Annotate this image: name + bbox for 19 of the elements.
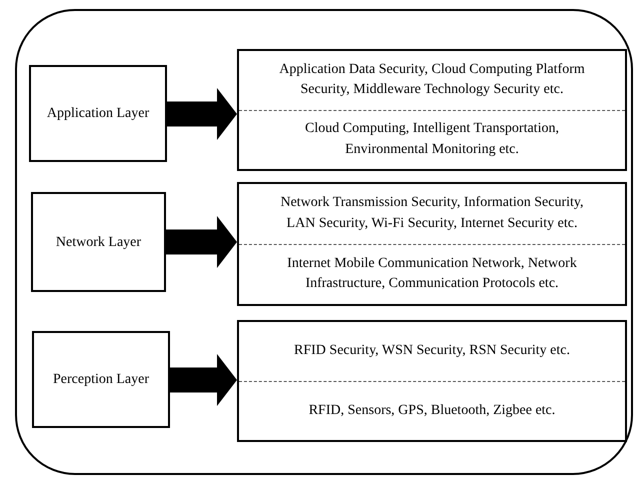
layer-name: Application Layer <box>46 105 150 123</box>
layer-frame <box>15 9 633 475</box>
description-text: RFID, Sensors, GPS, Bluetooth, Zigbee etc. <box>308 402 556 420</box>
block-arrow <box>167 88 237 140</box>
layer-box <box>29 65 167 162</box>
description-text: Cloud Computing, Intelligent Transportation, Environmental Monitoring etc. <box>304 120 560 159</box>
description-text: Application Data Security, Cloud Computing Platform Security, Middleware Technology Security etc. <box>278 60 586 100</box>
description-text: Internet Mobile Communication Network, Network Infrastructure, Communication Protocols etc. <box>286 254 578 294</box>
layer-box <box>32 331 170 428</box>
layer-box <box>31 192 166 292</box>
content-box <box>237 49 627 171</box>
description-text: RFID Security, WSN Security, RSN Security etc. <box>294 342 570 360</box>
description-text: Network Transmission Security, Information Security, LAN Security, Wi-Fi Security, Internet Security etc. <box>279 194 585 233</box>
block-arrow <box>166 216 237 268</box>
content-box <box>237 320 627 442</box>
layer-name: Network Layer <box>54 234 142 252</box>
content-box <box>237 182 627 306</box>
layer-name: Perception Layer <box>52 371 150 389</box>
block-arrow <box>170 354 237 406</box>
